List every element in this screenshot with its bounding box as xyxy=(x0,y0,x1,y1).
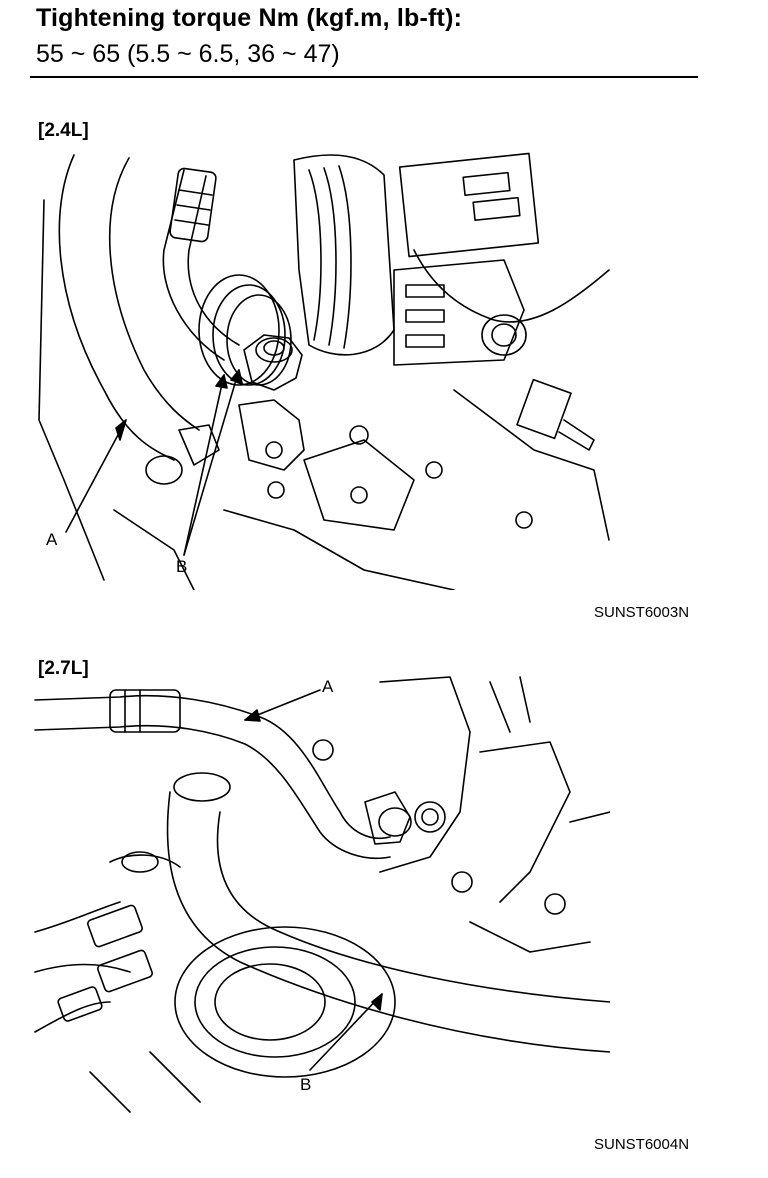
figure-code: SUNST6004N xyxy=(594,1136,690,1153)
callout-b: B xyxy=(176,557,187,576)
engine-diagram-2-4l: A B xyxy=(38,152,610,590)
callout-b: B xyxy=(300,1075,311,1094)
callout-a: A xyxy=(322,677,334,696)
engine-variant-label: [2.7L] xyxy=(38,658,89,679)
engine-diagram-2-7l: A B xyxy=(34,676,610,1113)
engine-variant-label: [2.4L] xyxy=(38,120,89,141)
figure-code: SUNST6003N xyxy=(594,604,690,621)
callout-a: A xyxy=(46,530,58,549)
header-divider xyxy=(30,76,698,78)
torque-heading: Tightening torque Nm (kgf.m, lb-ft): xyxy=(36,4,463,32)
torque-spec: 55 ~ 65 (5.5 ~ 6.5, 36 ~ 47) xyxy=(36,40,340,68)
